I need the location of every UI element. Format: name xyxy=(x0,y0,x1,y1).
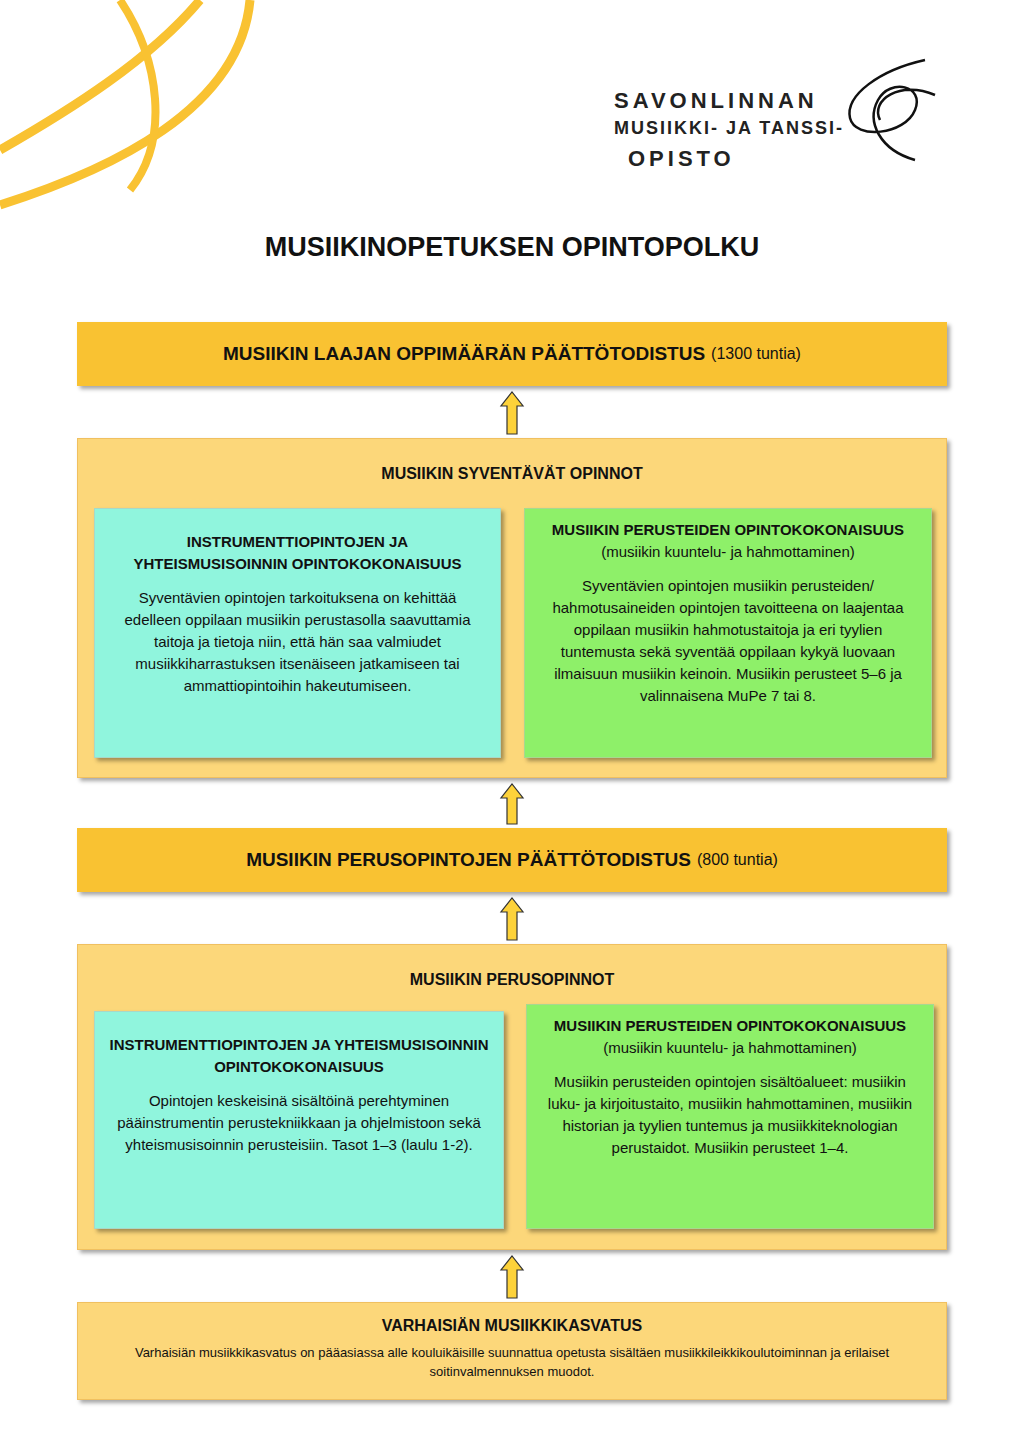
study-stage-box: MUSIIKIN SYVENTÄVÄT OPINNOT INSTRUMENTTIO… xyxy=(77,438,947,778)
deco-arc xyxy=(120,0,155,190)
theory-studies-box: MUSIIKIN PERUSTEIDEN OPINTOKOKONAISUUS(m… xyxy=(526,1004,934,1229)
certificate-band: MUSIIKIN LAAJAN OPPIMÄÄRÄN PÄÄTTÖTODISTU… xyxy=(77,322,947,386)
node-text: MUSIIKIN SYVENTÄVÄT OPINNOT xyxy=(78,439,946,483)
arrow-shape xyxy=(501,392,523,434)
instrument-studies-box: INSTRUMENTTIOPINTOJEN JA YHTEISMUSISOINN… xyxy=(94,1011,504,1229)
node-text: MUSIIKIN PERUSTEIDEN OPINTOKOKONAISUUS xyxy=(537,519,919,541)
deco-arc xyxy=(0,0,250,205)
node-text: Musiikin perusteiden opintojen sisältöal… xyxy=(539,1071,921,1159)
node-text: MUSIIKIN PERUSOPINNOT xyxy=(78,945,946,989)
node-text: (1300 tuntia) xyxy=(711,345,801,363)
arrow-shape xyxy=(501,784,523,824)
node-text: Varhaisiän musiikkikasvatus on pääasiass… xyxy=(78,1343,946,1389)
logo-symbol xyxy=(850,60,935,160)
logo-text: MUSIIKKI- JA TANSSI- xyxy=(614,118,844,139)
arrow-shape xyxy=(501,898,523,940)
node-text: INSTRUMENTTIOPINTOJEN JA YHTEISMUSISOINN… xyxy=(109,531,486,575)
block-arrow xyxy=(501,1256,523,1298)
node-text: Opintojen keskeisinä sisältöinä perehtym… xyxy=(109,1090,489,1156)
arrow-shape xyxy=(501,1256,523,1298)
study-stage-box: MUSIIKIN PERUSOPINNOT INSTRUMENTTIOPINTOJ… xyxy=(77,944,947,1250)
block-arrow xyxy=(501,898,523,940)
node-text: INSTRUMENTTIOPINTOJEN JA YHTEISMUSISOINN… xyxy=(109,1034,489,1078)
block-arrow xyxy=(501,784,523,824)
diagram-title: MUSIIKINOPETUKSEN OPINTOPOLKU xyxy=(0,232,1024,263)
node-text: Syventävien opintojen musiikin perusteid… xyxy=(537,575,919,707)
node-text: VARHAISIÄN MUSIIKKIKASVATUS xyxy=(78,1303,946,1335)
node-text: (musiikin kuuntelu- ja hahmottaminen) xyxy=(537,541,919,563)
block-arrow xyxy=(501,392,523,434)
logo-text: OPISTO xyxy=(628,146,735,172)
certificate-band: MUSIIKIN PERUSOPINTOJEN PÄÄTTÖTODISTUS (8… xyxy=(77,828,947,892)
instrument-studies-box: INSTRUMENTTIOPINTOJEN JA YHTEISMUSISOINN… xyxy=(94,508,501,758)
node-text: MUSIIKIN PERUSOPINTOJEN PÄÄTTÖTODISTUS xyxy=(246,849,691,871)
node-text: (musiikin kuuntelu- ja hahmottaminen) xyxy=(539,1037,921,1059)
node-text: MUSIIKIN LAAJAN OPPIMÄÄRÄN PÄÄTTÖTODISTU… xyxy=(223,343,705,365)
node-text: (800 tuntia) xyxy=(697,851,778,869)
theory-studies-box: MUSIIKIN PERUSTEIDEN OPINTOKOKONAISUUS(m… xyxy=(524,508,932,758)
early-education-box: VARHAISIÄN MUSIIKKIKASVATUS Varhaisiän mu… xyxy=(77,1302,947,1400)
logo-text: SAVONLINNAN xyxy=(614,88,818,114)
node-text: Syventävien opintojen tarkoituksena on k… xyxy=(109,587,486,697)
node-text: MUSIIKIN PERUSTEIDEN OPINTOKOKONAISUUS xyxy=(539,1015,921,1037)
